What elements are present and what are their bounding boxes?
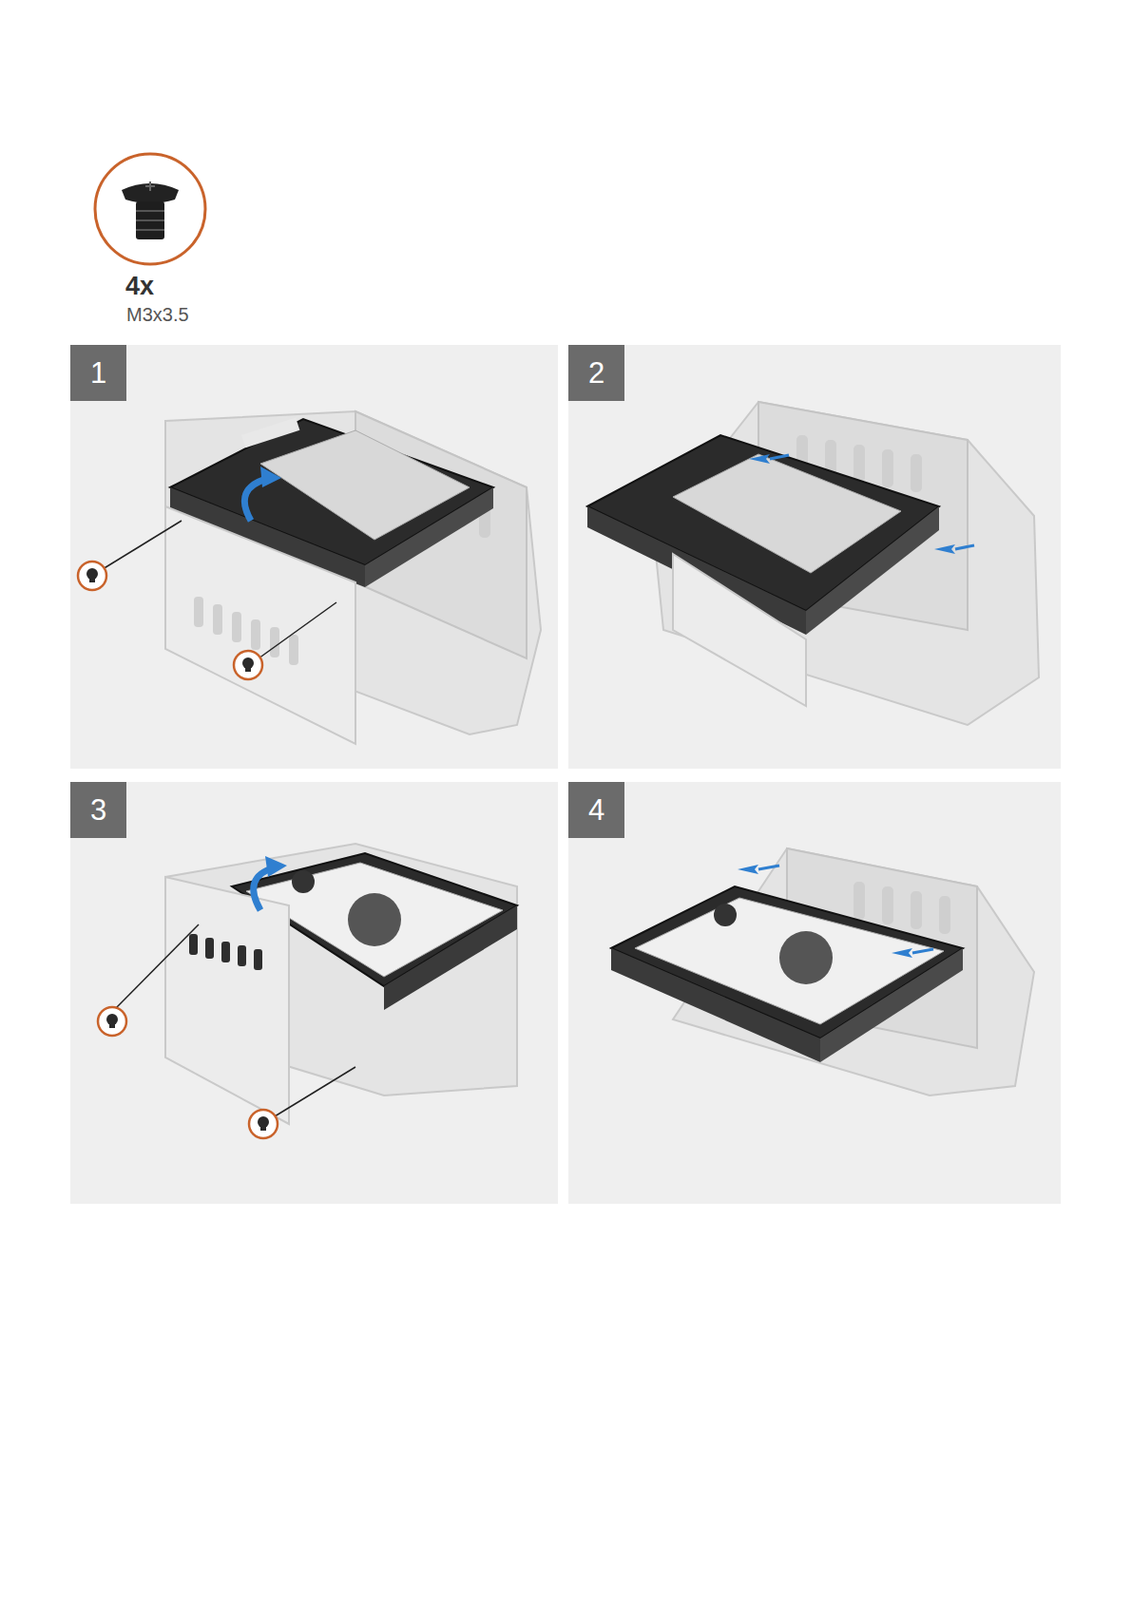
step-number: 1: [90, 356, 107, 391]
screw-size-label: M3x3.5: [126, 304, 190, 327]
step-panel: [568, 782, 1061, 1205]
step-number: 2: [588, 356, 605, 391]
step-panel: [568, 345, 1061, 769]
step-number: 3: [90, 793, 107, 828]
step-badge: 1: [70, 345, 127, 402]
step-badge: 3: [70, 782, 127, 839]
step-number: 4: [588, 793, 605, 828]
step-badge: 2: [568, 345, 625, 402]
screw-icon: [95, 153, 206, 265]
quantity-label: 4x: [125, 271, 154, 302]
step-panel: [70, 782, 558, 1205]
step-badge: 4: [568, 782, 625, 839]
step-panel: [70, 345, 558, 769]
